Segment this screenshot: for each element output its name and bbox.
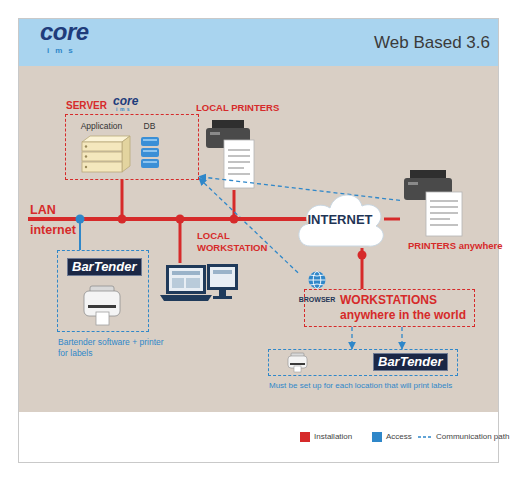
server-box: SERVERApplicationDB xyxy=(65,114,199,180)
installation-junction xyxy=(230,215,239,224)
installation-junction xyxy=(118,215,127,224)
internet-cloud: INTERNET xyxy=(296,188,384,248)
node-heading: LOCAL PRINTERS xyxy=(196,102,279,113)
installation-junction xyxy=(358,251,367,260)
page-title: Web Based 3.6 xyxy=(330,33,490,53)
software-logo: BarTender xyxy=(67,258,142,276)
header-band xyxy=(19,19,498,66)
software-logo: BarTender xyxy=(373,353,448,371)
printer-icon xyxy=(404,170,462,236)
access-wire xyxy=(79,221,81,250)
box-caption: Must be set up for each location that wi… xyxy=(269,381,465,391)
legend-line-sample xyxy=(418,431,433,443)
printer-icon xyxy=(206,120,254,188)
label-printer-icon xyxy=(288,353,307,372)
communication-path xyxy=(199,178,298,273)
db-label: DB xyxy=(136,121,164,131)
label-printer-icon xyxy=(84,286,120,325)
bus-label: LAN internet xyxy=(30,200,82,240)
installation-wire xyxy=(179,221,182,263)
communication-path xyxy=(401,327,402,349)
box-heading: SERVER xyxy=(66,100,107,112)
logo-wordmark: core xyxy=(113,95,138,107)
logo-subtitle: ims xyxy=(47,47,79,55)
legend-text: Installation xyxy=(314,431,352,443)
node-heading: LOCAL WORKSTATION xyxy=(197,230,281,254)
legend-text: Access xyxy=(386,431,412,443)
installation-wire xyxy=(384,218,400,221)
installation-wire xyxy=(361,248,364,289)
label-printing-box: BarTenderBartender software + printer fo… xyxy=(57,250,149,332)
application-server: Application xyxy=(74,121,130,173)
logo-wordmark: core xyxy=(40,20,89,44)
communication-path xyxy=(199,177,400,201)
label-printing-box: BarTenderMust be set up for each locatio… xyxy=(268,349,458,376)
installation-junction xyxy=(176,215,185,224)
box-caption: Bartender software + printer for labels xyxy=(58,337,170,359)
legend-swatch xyxy=(300,432,310,442)
globe-icon xyxy=(309,272,326,289)
server-label: Application xyxy=(74,121,130,131)
local-workstation: LOCAL WORKSTATION xyxy=(160,263,238,308)
access-junction xyxy=(76,215,85,224)
installation-wire xyxy=(121,180,124,217)
application-server-icon xyxy=(82,136,130,172)
remote-printers: PRINTERS anywhere xyxy=(400,168,474,236)
logo-subtitle: ims xyxy=(116,107,132,112)
legend-text: Communication path xyxy=(436,431,509,443)
lan-bus: LAN internet xyxy=(28,217,310,221)
diagram-panel xyxy=(19,66,498,412)
database: DB xyxy=(136,121,164,173)
database-icon xyxy=(141,137,159,168)
communication-path xyxy=(351,327,352,349)
legend-swatch xyxy=(372,432,382,442)
laptop-icon xyxy=(160,265,212,301)
local-printers: LOCAL PRINTERS xyxy=(194,102,284,190)
node-heading: PRINTERS anywhere xyxy=(408,240,503,251)
remote-workstations-box: WORKSTATIONS anywhere in the world xyxy=(304,289,475,327)
box-heading: WORKSTATIONS anywhere in the world xyxy=(340,293,472,323)
cloud-label: INTERNET xyxy=(296,212,384,228)
monitor-icon xyxy=(207,264,238,299)
